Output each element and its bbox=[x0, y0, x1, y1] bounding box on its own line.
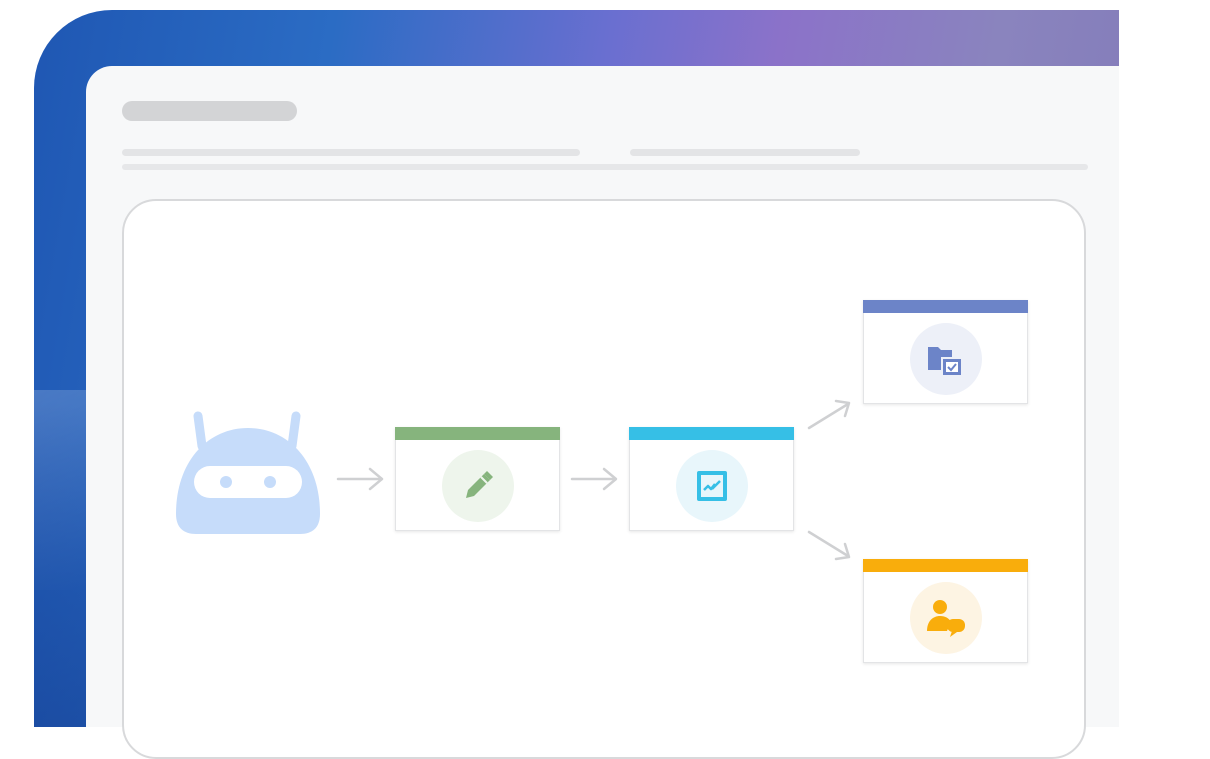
user-chat-icon bbox=[926, 600, 965, 637]
chart-check-icon bbox=[696, 471, 727, 501]
arrow-right-icon bbox=[336, 467, 384, 491]
card-header-bar bbox=[863, 300, 1028, 313]
divider-line bbox=[122, 164, 1088, 170]
file-step-card[interactable] bbox=[863, 300, 1028, 404]
edit-step-card[interactable] bbox=[395, 427, 560, 531]
text-placeholder-line bbox=[630, 149, 860, 156]
icon-circle bbox=[675, 450, 748, 522]
pencil-icon bbox=[465, 471, 493, 498]
icon-circle bbox=[909, 582, 982, 654]
chart-step-card[interactable] bbox=[629, 427, 794, 531]
arrow-up-right-icon bbox=[807, 399, 851, 430]
background-wave bbox=[34, 390, 94, 590]
robot-icon[interactable] bbox=[172, 406, 324, 536]
icon-circle bbox=[441, 450, 514, 522]
icon-circle bbox=[909, 323, 982, 395]
arrow-down-right-icon bbox=[807, 530, 851, 561]
title-placeholder bbox=[122, 101, 297, 121]
text-placeholder-line bbox=[122, 149, 580, 156]
arrow-right-icon bbox=[570, 467, 618, 491]
user-step-card[interactable] bbox=[863, 559, 1028, 663]
folder-check-icon bbox=[927, 347, 963, 377]
card-header-bar bbox=[395, 427, 560, 440]
card-header-bar bbox=[863, 559, 1028, 572]
card-header-bar bbox=[629, 427, 794, 440]
